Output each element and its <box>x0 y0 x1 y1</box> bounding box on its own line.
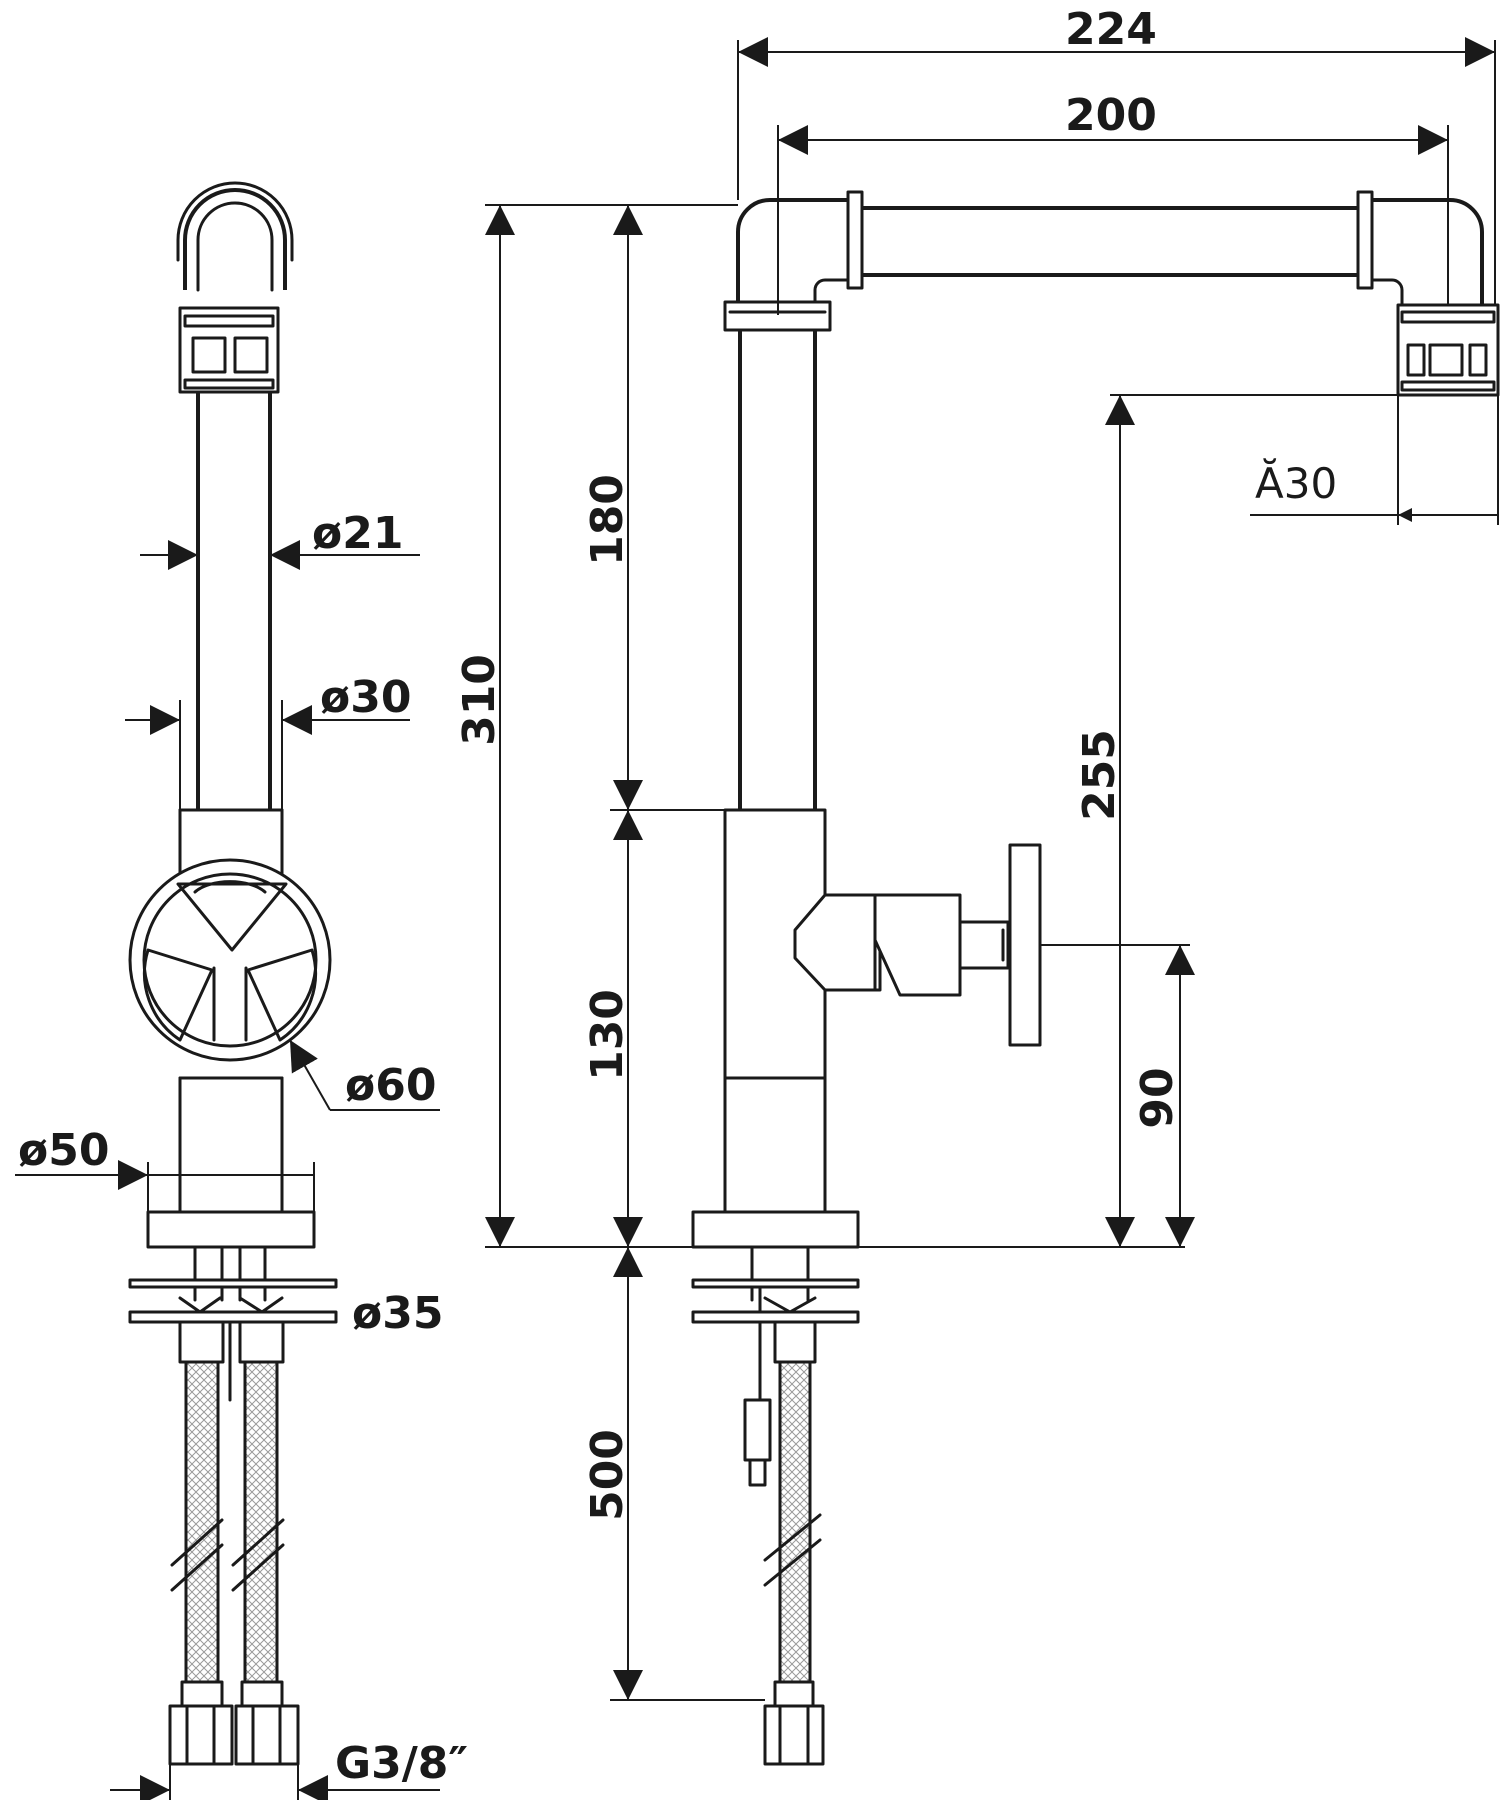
dim-spout-reach: 200 <box>777 90 1449 315</box>
label-spout-reach: 200 <box>1065 90 1157 141</box>
label-base: ø50 <box>18 1125 109 1176</box>
front-tube <box>196 392 272 810</box>
front-hoses <box>168 1320 300 1766</box>
label-lower-height: 130 <box>582 989 633 1081</box>
label-handle-height: 90 <box>1132 1067 1183 1128</box>
side-elbow-right <box>1370 198 1484 307</box>
dim-tube-inner: ø21 <box>140 508 420 570</box>
front-base-plate <box>146 1210 316 1249</box>
front-spout-top <box>176 181 294 292</box>
side-valve <box>793 843 1042 1047</box>
dim-lower-height: 130 <box>582 810 643 1247</box>
front-mounting <box>128 1245 338 1324</box>
dim-total-height: 310 <box>454 204 738 1248</box>
front-outlet-nut <box>178 306 280 394</box>
label-spout-height: 255 <box>1074 729 1125 821</box>
label-handle-wheel: ø60 <box>345 1060 436 1111</box>
dim-handle-wheel: ø60 <box>289 1039 440 1111</box>
label-tube-inner: ø21 <box>312 508 403 559</box>
dim-handle-height: 90 <box>1040 944 1195 1247</box>
label-tube-outer: ø30 <box>320 672 411 723</box>
front-handle-wheel <box>128 858 332 1062</box>
dim-outlet-diameter: Ă30 <box>1250 395 1499 525</box>
side-base-plate <box>691 1210 860 1249</box>
label-upper-height: 180 <box>582 474 633 566</box>
side-hoses <box>743 1320 825 1766</box>
dim-hose-length: 500 <box>582 1247 765 1701</box>
side-tube <box>738 330 817 810</box>
side-spout-horizontal <box>862 190 1374 290</box>
dim-overall-width: 224 <box>737 4 1496 305</box>
dim-base: ø50 <box>15 1125 315 1212</box>
side-outlet-nut <box>1396 303 1500 397</box>
side-view: 224 200 Ă30 310 180 <box>454 4 1500 1766</box>
dim-tube-outer: ø30 <box>125 672 411 810</box>
label-outlet-diameter: Ă30 <box>1255 457 1337 508</box>
dim-connection-thread: G3/8″ <box>110 1738 468 1800</box>
side-mounting <box>691 1245 860 1324</box>
label-total-height: 310 <box>454 654 505 746</box>
label-mounting-shank: ø35 <box>352 1288 443 1339</box>
dim-upper-height: 180 <box>582 205 725 811</box>
side-body <box>723 808 827 1214</box>
side-elbow-left <box>723 190 864 332</box>
label-connection-thread: G3/8″ <box>335 1738 468 1789</box>
label-hose-length: 500 <box>582 1429 633 1521</box>
label-overall-width: 224 <box>1065 4 1157 55</box>
dim-spout-height: 255 <box>858 394 1398 1248</box>
front-view: ø21 ø30 ø60 ø50 ø35 <box>15 181 468 1800</box>
